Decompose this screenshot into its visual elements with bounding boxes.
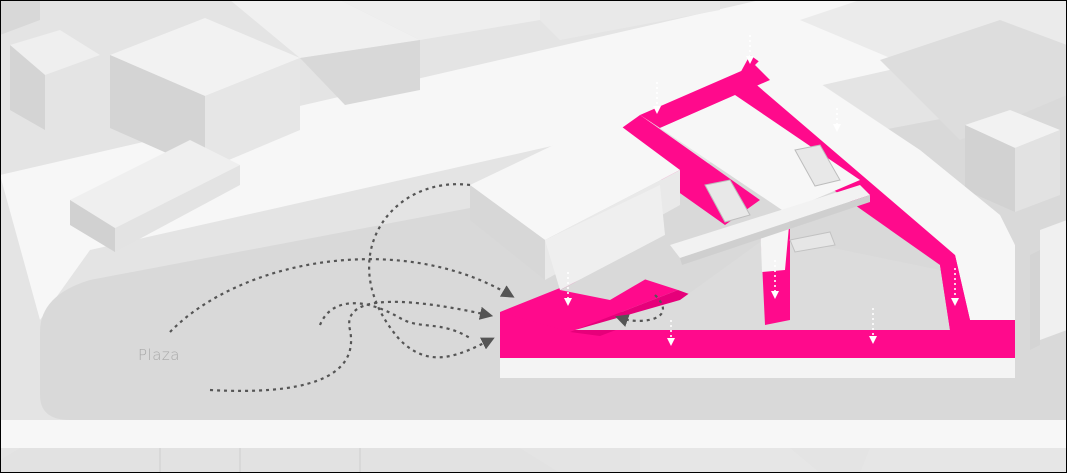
- plaza-label: Plaza: [138, 346, 180, 364]
- street-lower: [0, 420, 1067, 448]
